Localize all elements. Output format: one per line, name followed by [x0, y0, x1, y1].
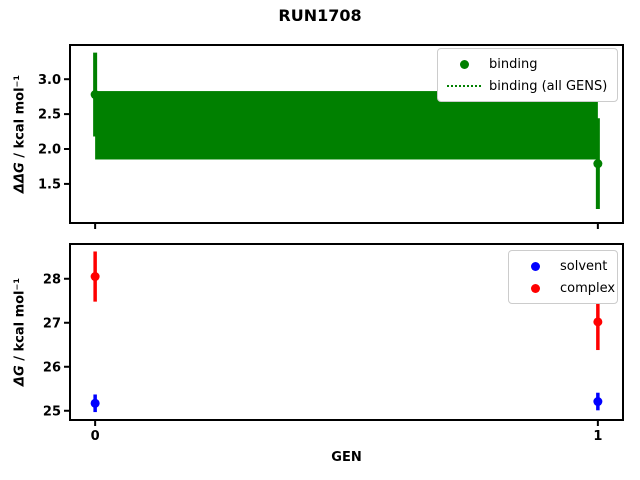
y-tick-label-1-0: 25	[43, 404, 61, 419]
point-complex-0	[90, 272, 100, 282]
band-binding-all-gens	[95, 91, 598, 160]
legend-top: binding binding (all GENS)	[437, 48, 618, 102]
solvent-dot-icon-glyph	[530, 261, 540, 271]
solvent-dot-icon	[517, 261, 553, 271]
top-y-axis-symbol: ΔΔG	[12, 162, 28, 194]
legend-entry-complex: complex	[517, 277, 615, 299]
y-tick-label-0-0: 1.5	[38, 177, 61, 192]
top-y-axis-units: / kcal mol⁻¹	[12, 74, 28, 163]
y-tick-label-0-3: 3.0	[38, 73, 61, 88]
point-binding-1	[593, 159, 603, 169]
bottom-y-axis-symbol: ΔG	[12, 365, 28, 387]
y-tick-label-1-2: 27	[43, 316, 61, 331]
x-tick-label-1-0: 0	[91, 429, 100, 444]
binding-dot-icon-glyph	[459, 59, 469, 69]
x-tick-label-1-1: 1	[593, 429, 602, 444]
x-axis-label: GEN	[331, 450, 362, 465]
legend-label-binding-all-gens: binding (all GENS)	[489, 78, 608, 94]
y-tick-label-1-3: 28	[43, 272, 61, 287]
legend-bottom: solvent complex	[508, 250, 618, 304]
complex-dot-icon	[517, 283, 553, 293]
y-tick-label-0-2: 2.5	[38, 108, 61, 123]
y-tick-label-1-1: 26	[43, 360, 61, 375]
point-binding-0	[90, 90, 100, 100]
complex-dot-icon-glyph	[530, 283, 540, 293]
binding-all-gens-dotted-line-icon	[446, 85, 482, 87]
point-complex-1	[593, 317, 603, 327]
top-y-axis-label: ΔΔG / kcal mol⁻¹	[13, 75, 28, 193]
chart-title: RUN1708	[278, 6, 362, 25]
legend-label-complex: complex	[560, 280, 616, 296]
point-solvent-0	[90, 398, 100, 408]
y-tick-label-0-1: 2.0	[38, 143, 61, 158]
point-solvent-1	[593, 397, 603, 407]
legend-entry-binding: binding	[446, 53, 609, 75]
axes-frame-0	[69, 44, 624, 224]
legend-entry-solvent: solvent	[517, 255, 609, 277]
legend-label-solvent: solvent	[560, 258, 608, 274]
bottom-y-axis-units: / kcal mol⁻¹	[12, 277, 28, 366]
binding-dot-icon	[446, 59, 482, 69]
bottom-y-axis-label: ΔG / kcal mol⁻¹	[13, 278, 28, 386]
legend-entry-binding-all-gens: binding (all GENS)	[446, 75, 609, 97]
axes-frame-1	[69, 243, 624, 421]
legend-label-binding: binding	[489, 56, 538, 72]
binding-all-gens-line-glyph	[447, 85, 481, 87]
